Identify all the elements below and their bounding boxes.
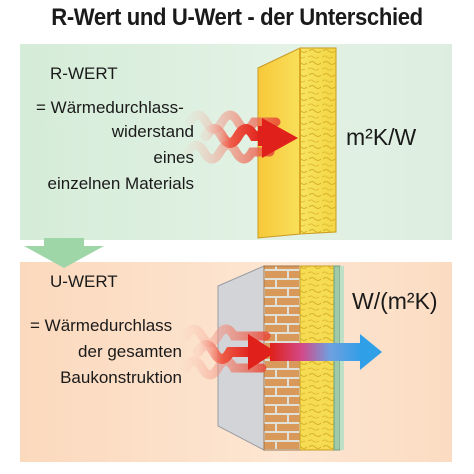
r-material-block [257,47,337,239]
r-unit: m²K/W [346,124,417,150]
u-heat-arrows [181,324,382,380]
u-heading: U-WERT [50,272,118,291]
r-definition-line-3: eines [153,148,194,167]
r-heading: R-WERT [50,64,118,83]
u-definition-line-3: Baukonstruktion [60,368,182,387]
down-arrow-icon [24,238,104,268]
u-definition-line-1: = Wärmedurchlass [30,316,173,335]
r-definition-line-2: widerstand [111,122,194,141]
r-definition-line-4: einzelnen Materials [47,174,194,193]
r-definition-line-1: = Wärmedurchlass- [36,98,184,117]
u-unit: W/(m²K) [352,288,438,314]
r-heat-arrows [183,110,298,164]
u-definition-line-2: der gesamten [78,342,182,361]
diagram-title: R-Wert und U-Wert - der Unterschied [51,4,423,31]
